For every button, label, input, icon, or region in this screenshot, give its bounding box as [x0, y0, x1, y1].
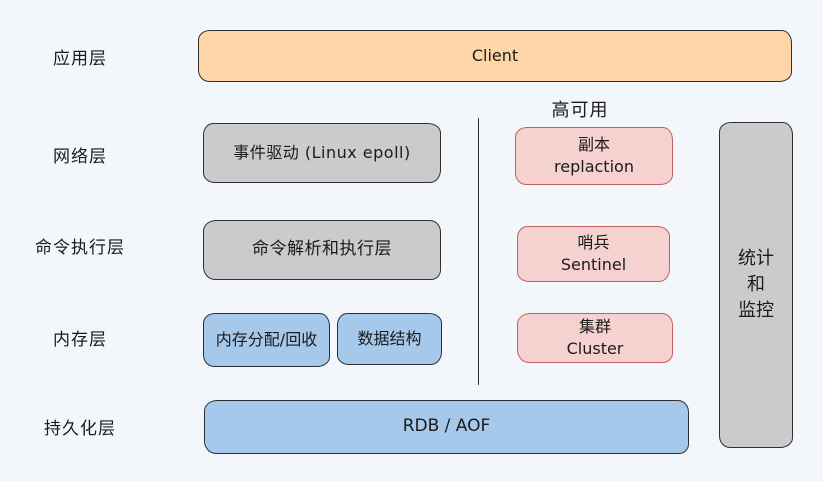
node-command-exec: 命令解析和执行层: [203, 220, 441, 280]
layer-label-application: 应用层: [53, 49, 107, 69]
node-persistence: RDB / AOF: [204, 400, 689, 454]
node-event-driven-label: 事件驱动 (Linux epoll): [233, 142, 411, 162]
node-memory-alloc-label: 内存分配/回收: [215, 329, 318, 349]
layer-label-memory: 内存层: [53, 330, 107, 350]
node-sentinel-line1: 哨兵: [577, 232, 610, 252]
node-command-exec-label: 命令解析和执行层: [252, 239, 392, 260]
node-sentinel: 哨兵 Sentinel: [517, 226, 670, 282]
layer-label-network: 网络层: [53, 147, 107, 167]
node-monitoring-line1: 统计: [738, 247, 774, 269]
node-monitoring-line2: 和: [747, 273, 765, 295]
node-replication: 副本 replaction: [515, 127, 673, 185]
layer-label-persistence: 持久化层: [44, 419, 116, 439]
node-data-structure-label: 数据结构: [357, 328, 422, 348]
node-cluster-line2: Cluster: [566, 339, 624, 358]
node-monitoring: 统计 和 监控: [719, 122, 793, 448]
node-replication-line2: replaction: [554, 157, 634, 176]
node-memory-alloc: 内存分配/回收: [203, 313, 330, 367]
node-event-driven: 事件驱动 (Linux epoll): [203, 123, 441, 183]
node-cluster: 集群 Cluster: [517, 313, 673, 363]
node-sentinel-line2: Sentinel: [560, 255, 627, 274]
node-cluster-line1: 集群: [578, 316, 611, 336]
node-client-label: Client: [471, 45, 519, 65]
layer-label-command-exec: 命令执行层: [35, 238, 125, 258]
divider-line: [478, 118, 479, 385]
high-availability-label: 高可用: [551, 100, 609, 121]
node-client: Client: [198, 30, 792, 82]
node-data-structure: 数据结构: [337, 313, 442, 365]
node-replication-line1: 副本: [577, 134, 610, 154]
node-monitoring-line3: 监控: [738, 300, 774, 322]
node-persistence-label: RDB / AOF: [402, 416, 491, 437]
